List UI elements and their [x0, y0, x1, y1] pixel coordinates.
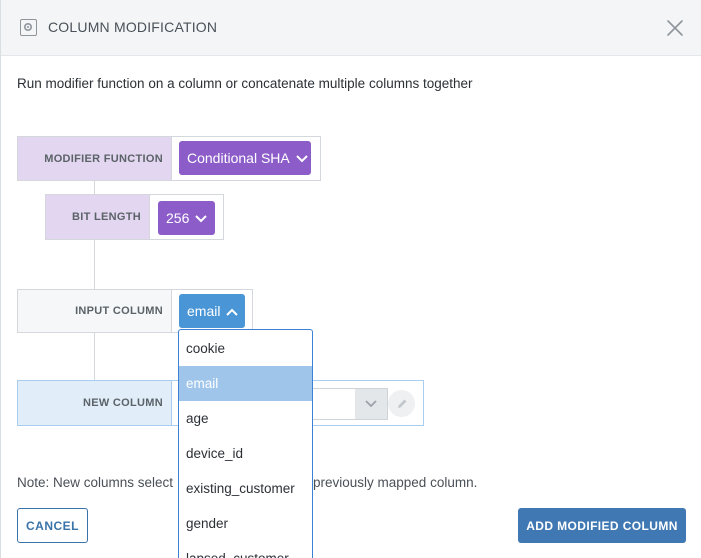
- dropdown-option[interactable]: cookie: [186, 341, 226, 356]
- modifier-function-label: MODIFIER FUNCTION: [18, 137, 172, 180]
- note-text-right: previously mapped column.: [313, 475, 478, 490]
- dropdown-option[interactable]: gender: [186, 516, 229, 531]
- chevron-down-icon: [195, 210, 208, 226]
- modifier-function-row: MODIFIER FUNCTION Conditional SHA: [17, 136, 321, 181]
- new-column-select[interactable]: [313, 388, 388, 420]
- bit-length-label: BIT LENGTH: [46, 195, 150, 239]
- bit-length-value: 256: [166, 210, 190, 226]
- settings-gear-icon: [20, 19, 37, 36]
- modifier-function-value: Conditional SHA: [187, 150, 290, 166]
- bit-length-row: BIT LENGTH 256: [45, 194, 224, 240]
- note-text-left: Note: New columns select: [17, 475, 174, 490]
- dropdown-option[interactable]: existing_customer: [186, 481, 295, 496]
- dropdown-option[interactable]: lapsed_customer: [179, 541, 312, 558]
- pencil-edit-icon[interactable]: [388, 390, 415, 417]
- chevron-down-icon: [296, 150, 308, 166]
- modal-title: COLUMN MODIFICATION: [48, 19, 218, 35]
- modal-description: Run modifier function on a column or con…: [17, 76, 473, 91]
- modal-header: COLUMN MODIFICATION: [1, 0, 701, 56]
- add-modified-column-button[interactable]: ADD MODIFIED COLUMN: [518, 508, 686, 543]
- dropdown-option[interactable]: device_id: [186, 446, 244, 461]
- new-column-label: NEW COLUMN: [18, 381, 172, 425]
- input-column-label: INPUT COLUMN: [18, 290, 172, 332]
- close-icon[interactable]: [665, 18, 685, 38]
- note-text: Note: New columns select previously mapp…: [17, 475, 477, 490]
- input-column-row: INPUT COLUMN email: [17, 289, 253, 333]
- chevron-down-icon[interactable]: [355, 389, 387, 419]
- dropdown-option[interactable]: age: [186, 411, 209, 426]
- dropdown-option-selected[interactable]: email: [179, 366, 312, 401]
- modifier-function-select[interactable]: Conditional SHA: [179, 141, 311, 175]
- chevron-up-icon: [226, 303, 239, 319]
- bit-length-select[interactable]: 256: [158, 201, 215, 235]
- input-column-value: email: [187, 303, 221, 319]
- input-column-select[interactable]: email: [179, 294, 245, 328]
- tree-connector: [94, 333, 95, 380]
- cancel-button[interactable]: CANCEL: [17, 508, 88, 543]
- input-column-dropdown: cookie email age device_id existing_cust…: [178, 329, 313, 558]
